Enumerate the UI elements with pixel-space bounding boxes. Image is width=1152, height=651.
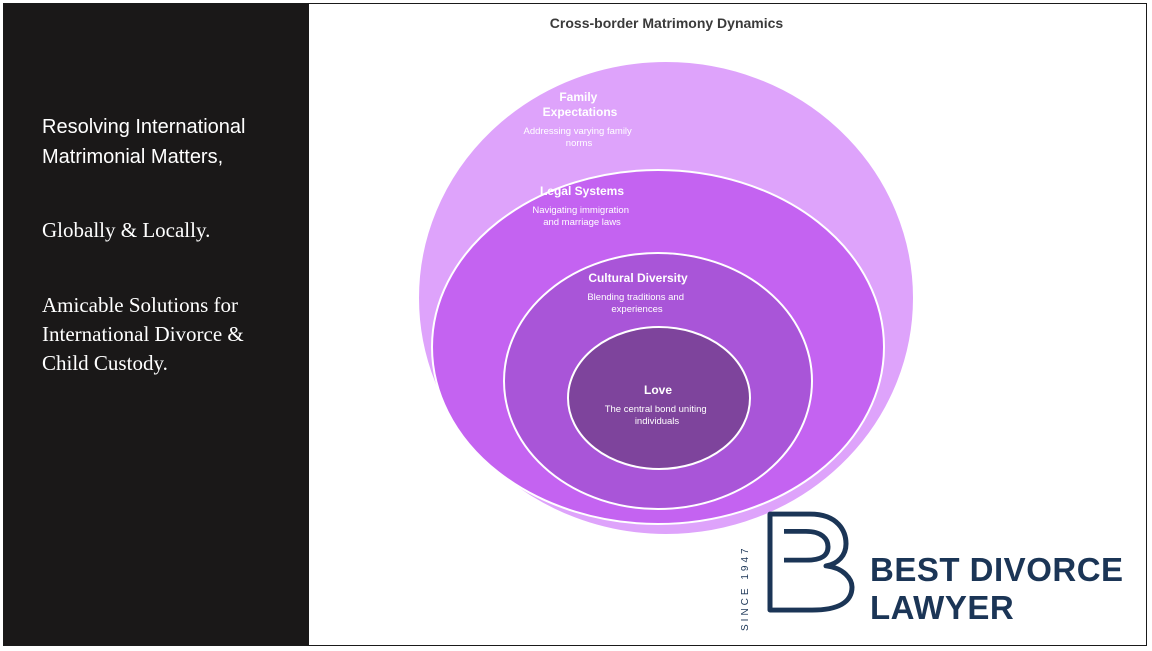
family-title: Family Expectations xyxy=(543,90,618,119)
legal-title: Legal Systems xyxy=(540,184,624,198)
bd-monogram-icon xyxy=(767,511,855,613)
headline-globally: Globally & Locally. xyxy=(42,218,211,242)
legal-desc-line2: and marriage laws xyxy=(543,217,621,228)
family-desc-line2: norms xyxy=(566,138,593,149)
diagram-title: Cross-border Matrimony Dynamics xyxy=(549,15,784,31)
love-desc-line1: The central bond uniting xyxy=(605,404,707,415)
legal-desc-line1: Navigating immigration xyxy=(532,205,629,216)
family-title-line2: Expectations xyxy=(543,105,618,119)
brand-name-line2: LAWYER xyxy=(870,589,1015,626)
family-desc-line1: Addressing varying family xyxy=(524,126,632,137)
brand-name-line1: BEST DIVORCE xyxy=(870,551,1124,588)
cultural-desc-line1: Blending traditions and xyxy=(587,292,684,303)
ring-love xyxy=(567,326,751,470)
cultural-desc: Blending traditions and experiences xyxy=(587,292,686,315)
left-panel: Resolving International Matrimonial Matt… xyxy=(4,4,309,645)
love-desc-line2: individuals xyxy=(635,416,680,427)
since-1947-label: SINCE 1947 xyxy=(740,545,751,631)
love-title: Love xyxy=(644,383,672,397)
cultural-desc-line2: experiences xyxy=(611,304,662,315)
headline-amicable: Amicable Solutions for International Div… xyxy=(42,293,244,375)
family-desc: Addressing varying family norms xyxy=(524,126,635,149)
family-title-line1: Family xyxy=(559,90,597,104)
legal-desc: Navigating immigration and marriage laws xyxy=(532,205,631,228)
love-desc: The central bond uniting individuals xyxy=(605,404,710,427)
cultural-title: Cultural Diversity xyxy=(588,271,688,285)
headline-resolving: Resolving International Matrimonial Matt… xyxy=(42,116,246,168)
